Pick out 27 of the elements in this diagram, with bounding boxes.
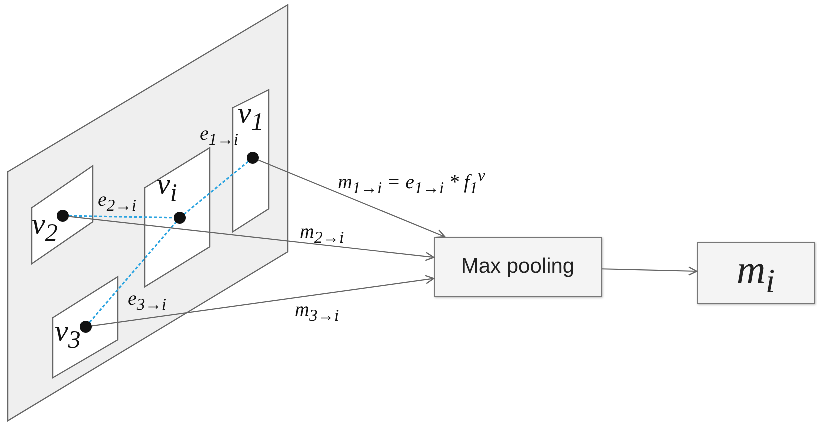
dashed-connector [89,222,177,323]
node-dot [247,152,259,164]
edge-label: m$_{3→i}$ [295,300,340,325]
arrow [68,216,435,262]
node-label: m$_{i}$ [736,246,776,300]
node-dot [80,321,92,333]
node-panel [32,166,93,264]
variable-label: v$_{i}$ [157,170,178,206]
edge-label: e$_{3→i}$ [128,289,167,314]
node-label: Max pooling [461,255,575,279]
node-panel [145,148,210,287]
node-panel [53,277,118,378]
dashed-connector [68,215,174,219]
variable-label: v$_{2}$ [32,210,58,246]
edge-label: e$_{2→i}$ [98,190,137,215]
variable-label: v$_{1}$ [238,99,264,135]
arrow [258,160,446,238]
dashed-connector [184,161,249,215]
plane-panel [8,5,288,421]
arrow [602,266,698,276]
node-dot [57,210,69,222]
variable-label: v$_{3}$ [55,317,81,353]
arrow [92,275,435,327]
output-box [697,242,815,304]
node-dot [174,212,186,224]
edge-label: m$_{2→i}$ [300,222,344,247]
process-box [434,237,602,297]
